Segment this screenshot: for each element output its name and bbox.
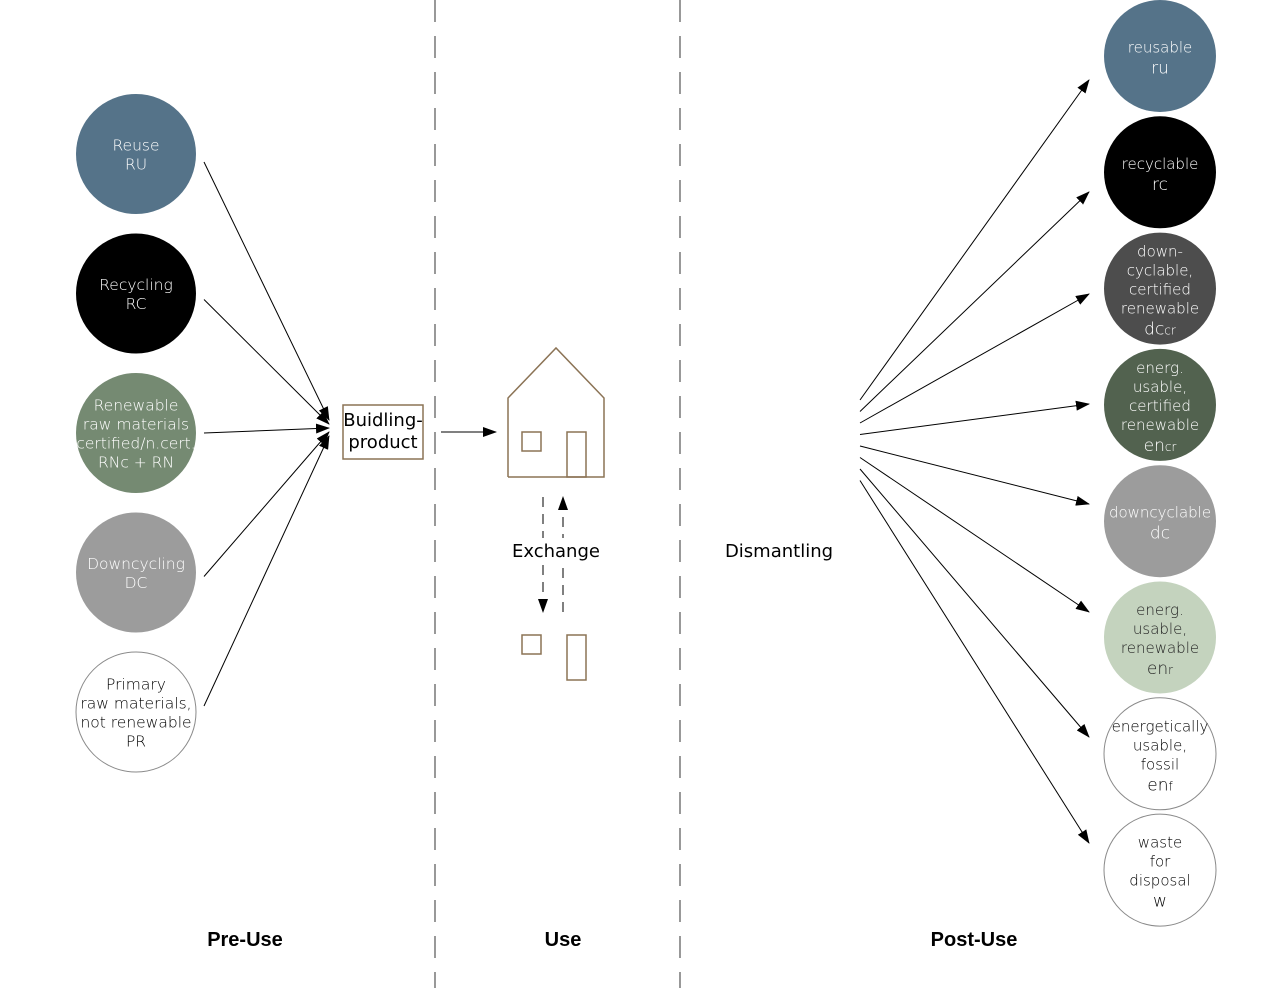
input-circle-primary: [75, 651, 197, 773]
input-arrow: [203, 431, 330, 577]
exchanged-parts: [521, 634, 587, 681]
input-label: Reuse: [112, 137, 159, 155]
input-label: Recycling: [99, 276, 173, 294]
output-label: cyclable,: [1127, 262, 1193, 280]
output-code: ru: [1151, 59, 1169, 79]
output-circle-en-fossil: [1103, 697, 1217, 811]
output-label: energetically: [1112, 717, 1209, 735]
output-arrows: [859, 79, 1090, 844]
output-label: renewable: [1121, 416, 1199, 434]
output-arrow: [859, 293, 1090, 424]
output-label: for: [1150, 853, 1171, 871]
output-label: renewable: [1121, 639, 1199, 657]
output-label: down-: [1137, 243, 1183, 261]
output-label: downcyclable: [1109, 504, 1211, 522]
exchange-label: Exchange: [512, 541, 600, 562]
output-label: reusable: [1128, 39, 1193, 57]
output-circle-dc-cert: [1104, 232, 1216, 345]
input-arrow: [203, 423, 330, 434]
output-label: disposal: [1129, 872, 1190, 890]
output-label: recyclable: [1122, 155, 1199, 173]
output-en-renew: energ.usable,renewable enr: [1104, 581, 1216, 694]
output-circle-waste: [1103, 813, 1217, 927]
output-circle-en-renew: [1104, 581, 1216, 694]
output-code: encr: [1144, 436, 1177, 456]
output-reusable: reusable ru: [1104, 0, 1216, 112]
output-arrow: [859, 445, 1090, 506]
input-circle-downcycling: [76, 512, 196, 633]
output-arrow: [859, 457, 1090, 613]
phase-label-use: Use: [545, 929, 582, 951]
output-label: energ.: [1136, 601, 1184, 619]
output-code: dccr: [1144, 320, 1176, 340]
input-arrow: [203, 161, 330, 421]
output-code: enf: [1147, 775, 1173, 795]
output-recyclable: recyclable rc: [1104, 116, 1216, 229]
exchange-label-bg: [514, 538, 598, 564]
house-icon: [507, 346, 605, 478]
input-label: raw materials,: [80, 695, 191, 713]
output-code: enr: [1147, 659, 1173, 679]
output-label: energ.: [1136, 359, 1184, 377]
input-label: certified/n.cert.: [76, 435, 195, 453]
output-circle-downcyclable: [1104, 465, 1216, 578]
output-label: renewable: [1121, 300, 1199, 318]
input-label: not renewable: [80, 714, 191, 732]
output-circle-en-cert: [1104, 348, 1216, 461]
output-label: usable,: [1133, 736, 1187, 754]
input-circle-recycling: [76, 233, 196, 354]
output-arrow: [859, 79, 1090, 401]
input-label: PR: [126, 733, 146, 751]
output-label: certified: [1129, 281, 1191, 299]
input-label: Downcycling: [87, 555, 185, 573]
output-arrow: [859, 468, 1090, 738]
phase-label-post-use: Post-Use: [931, 929, 1018, 951]
input-circle-reuse: [76, 94, 196, 214]
input-arrows: [203, 161, 330, 707]
output-circle-recyclable: [1104, 116, 1216, 229]
product-label-line2: product: [348, 432, 417, 453]
dismantling-label: Dismantling: [725, 541, 833, 562]
input-label: RC: [126, 295, 147, 313]
input-label: RNc + RN: [98, 454, 174, 472]
output-arrow: [859, 191, 1090, 412]
output-code: rc: [1152, 175, 1168, 195]
output-arrow: [859, 480, 1090, 844]
input-label: raw materials: [83, 416, 189, 434]
product-label-line1: Buidling-: [343, 410, 423, 431]
output-arrow: [859, 400, 1090, 435]
input-label: RU: [125, 156, 147, 174]
output-label: usable,: [1133, 378, 1187, 396]
output-downcyclable: downcyclable dc: [1104, 465, 1216, 578]
input-label: DC: [125, 574, 148, 592]
building-product-box: Buidling- product: [342, 404, 424, 460]
input-arrow: [203, 299, 330, 425]
input-label: Primary: [106, 676, 166, 694]
output-label: certified: [1129, 397, 1191, 415]
output-code: dc: [1150, 524, 1170, 544]
output-circle-reusable: [1104, 0, 1216, 112]
output-circles: reusablerurecyclablercdown-cyclable,cert…: [1103, 0, 1217, 927]
output-code: w: [1153, 892, 1167, 912]
input-arrow: [203, 435, 330, 707]
output-label: fossil: [1141, 755, 1179, 773]
input-circle-renewable: [76, 373, 196, 493]
input-label: Renewable: [94, 397, 179, 415]
output-label: waste: [1138, 834, 1182, 852]
output-label: usable,: [1133, 620, 1187, 638]
phase-label-pre-use: Pre-Use: [207, 929, 283, 951]
